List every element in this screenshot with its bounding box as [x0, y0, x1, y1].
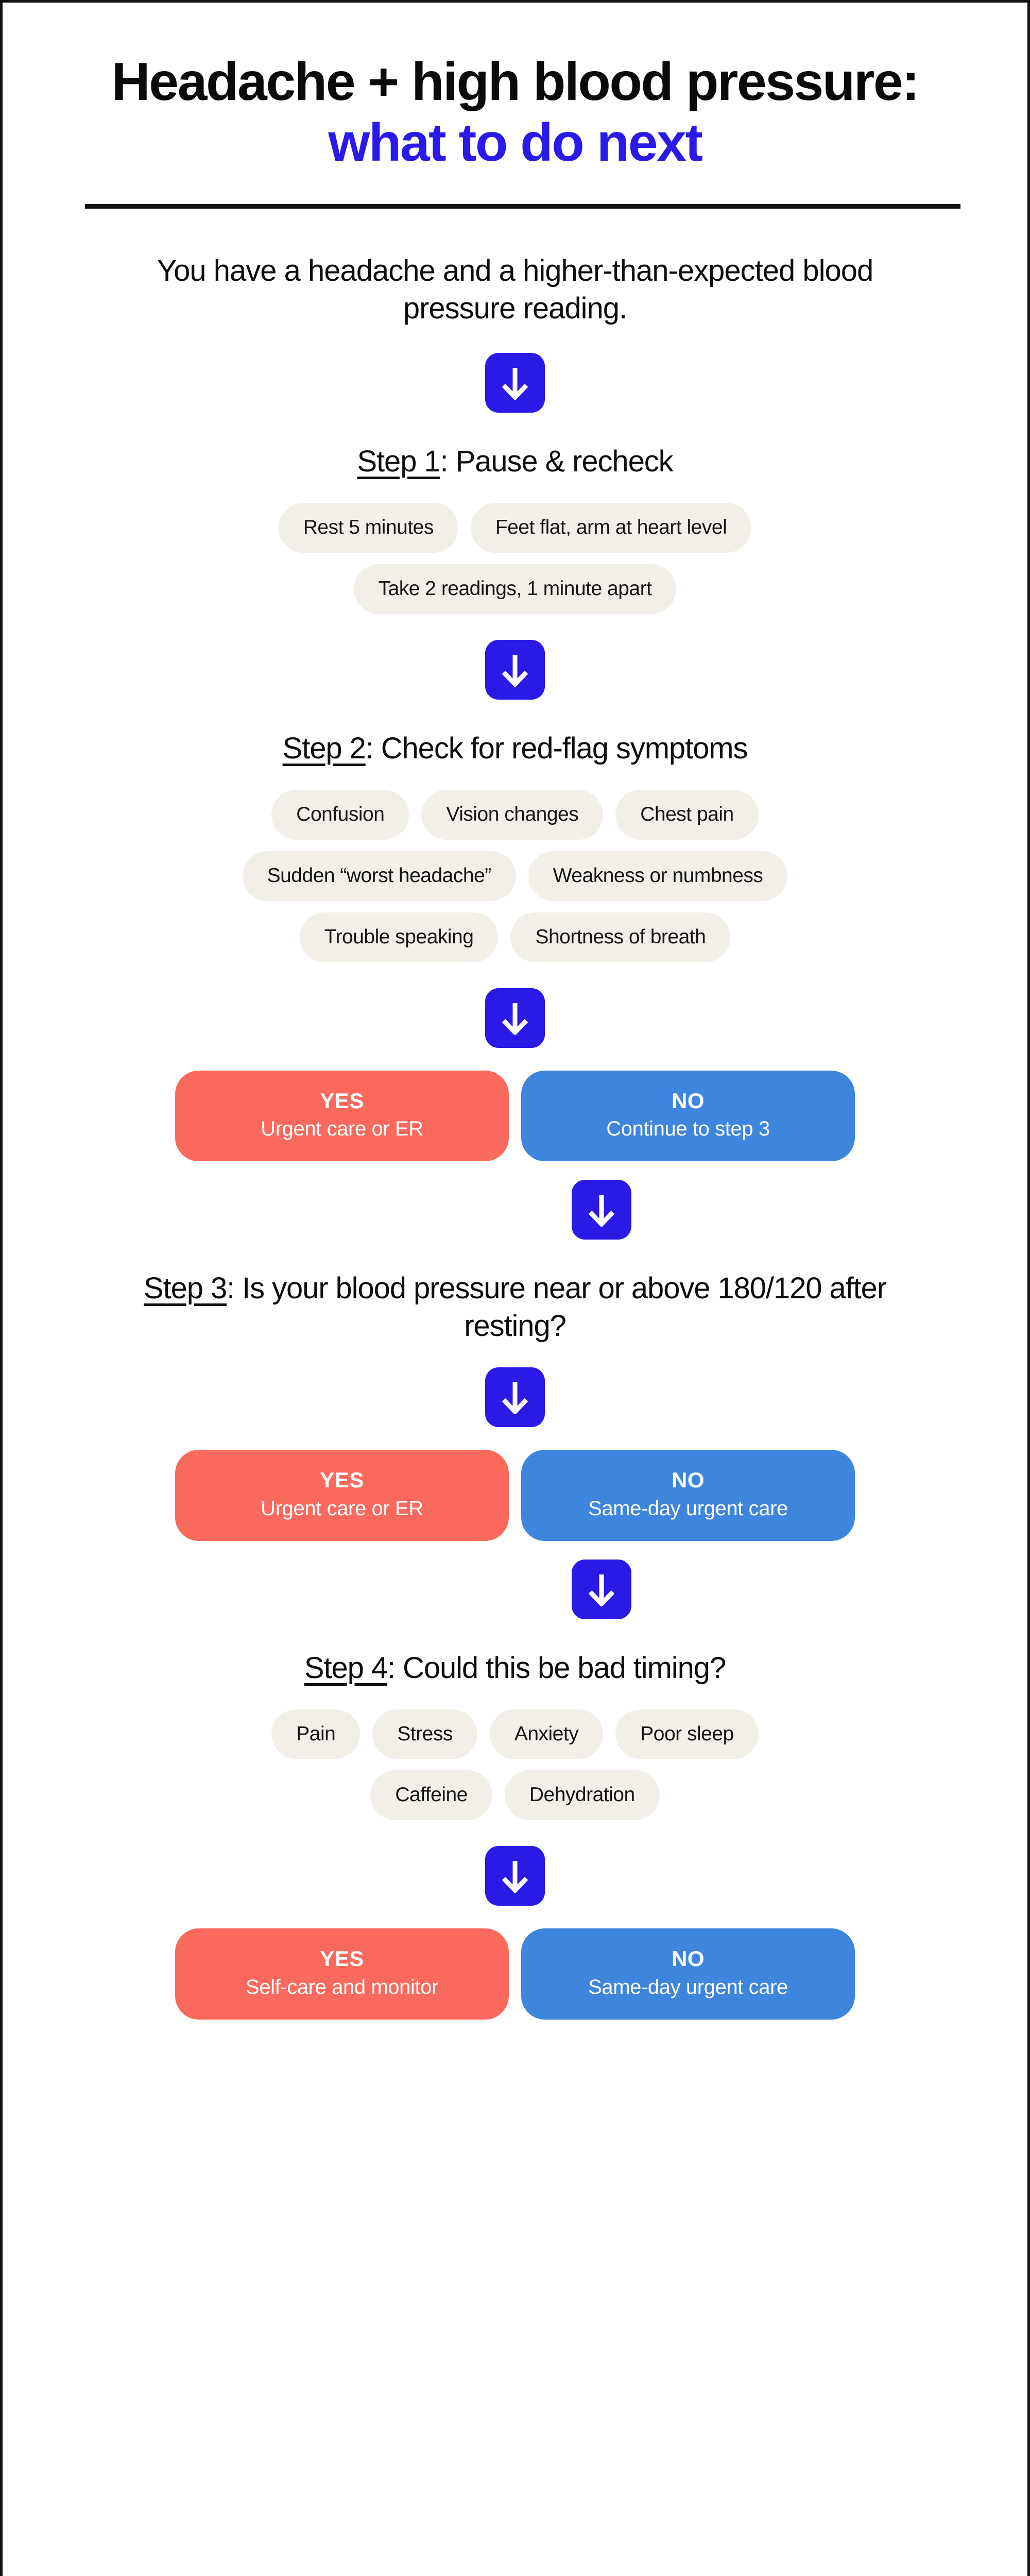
step-2-pills: Confusion Vision changes Chest pain Sudd…	[242, 790, 788, 962]
step-4-yes-button[interactable]: YES Self-care and monitor	[175, 1928, 509, 2020]
pill-item[interactable]: Chest pain	[615, 790, 759, 840]
pill-item[interactable]: Pain	[271, 1709, 360, 1759]
choice-action: Continue to step 3	[606, 1117, 770, 1140]
page-title-main: Headache + high blood pressure:	[111, 52, 920, 112]
arrow-down-icon	[485, 353, 545, 413]
step-3-heading: Step 3: Is your blood pressure near or a…	[113, 1269, 917, 1345]
step-2-heading: Step 2: Check for red-flag symptoms	[113, 730, 917, 767]
step-3-label: Step 3	[144, 1271, 227, 1305]
title-divider	[85, 204, 960, 209]
pill-item[interactable]: Stress	[372, 1709, 477, 1759]
pill-row: Caffeine Dehydration	[370, 1770, 660, 1821]
pill-row: Take 2 readings, 1 minute apart	[353, 564, 677, 614]
pill-item[interactable]: Anxiety	[489, 1709, 604, 1759]
step-1-title: Pause & recheck	[455, 445, 674, 479]
step-1-heading: Step 1: Pause & recheck	[113, 443, 917, 480]
pill-item[interactable]: Sudden “worst headache”	[242, 851, 516, 901]
step-2-yes-button[interactable]: YES Urgent care or ER	[175, 1070, 509, 1161]
pill-item[interactable]: Feet flat, arm at heart level	[470, 503, 752, 553]
step-4-title: Could this be bad timing?	[403, 1651, 726, 1685]
step-2-label: Step 2	[282, 731, 366, 765]
pill-item[interactable]: Rest 5 minutes	[278, 503, 458, 553]
pill-row: Pain Stress Anxiety Poor sleep	[271, 1709, 759, 1759]
step-2-no-button[interactable]: NO Continue to step 3	[521, 1070, 855, 1161]
step-3-yes-button[interactable]: YES Urgent care or ER	[175, 1450, 509, 1541]
step-2-separator: :	[365, 731, 381, 765]
pill-row: Sudden “worst headache” Weakness or numb…	[242, 851, 788, 901]
step-1-label: Step 1	[357, 445, 440, 479]
choice-action: Same-day urgent care	[588, 1975, 788, 1998]
choice-answer: YES	[320, 1468, 364, 1493]
step-2-decision: YES Urgent care or ER NO Continue to ste…	[175, 1070, 855, 1161]
pill-item[interactable]: Trouble speaking	[299, 912, 499, 962]
choice-answer: YES	[320, 1946, 364, 1971]
step-3-separator: :	[227, 1271, 243, 1305]
arrow-down-icon	[485, 988, 545, 1048]
choice-action: Urgent care or ER	[261, 1117, 423, 1140]
choice-action: Same-day urgent care	[588, 1497, 788, 1520]
choice-answer: NO	[672, 1946, 705, 1971]
pill-item[interactable]: Confusion	[271, 790, 409, 840]
page-title-accent: what to do next	[328, 112, 703, 173]
step-4-label: Step 4	[304, 1651, 388, 1685]
arrow-down-icon	[572, 1559, 631, 1619]
step-4-no-button[interactable]: NO Same-day urgent care	[521, 1928, 855, 2020]
step-4-pills: Pain Stress Anxiety Poor sleep Caffeine …	[271, 1709, 759, 1821]
pill-item[interactable]: Caffeine	[370, 1770, 492, 1821]
choice-answer: YES	[320, 1088, 364, 1113]
pill-item[interactable]: Take 2 readings, 1 minute apart	[353, 564, 677, 614]
arrow-down-icon	[485, 1367, 545, 1428]
pill-row: Rest 5 minutes Feet flat, arm at heart l…	[278, 503, 752, 553]
arrow-down-icon	[572, 1179, 631, 1240]
pill-item[interactable]: Vision changes	[421, 790, 604, 840]
step-1-separator: :	[440, 445, 456, 479]
choice-action: Urgent care or ER	[261, 1497, 423, 1520]
step-3-decision: YES Urgent care or ER NO Same-day urgent…	[175, 1450, 855, 1541]
choice-action: Self-care and monitor	[245, 1975, 438, 1998]
step-4-heading: Step 4: Could this be bad timing?	[113, 1649, 917, 1687]
step-4-decision: YES Self-care and monitor NO Same-day ur…	[175, 1928, 855, 2020]
pill-row: Trouble speaking Shortness of breath	[299, 912, 731, 962]
intro-text: You have a headache and a higher-than-ex…	[157, 254, 874, 326]
step-3-no-button[interactable]: NO Same-day urgent care	[521, 1450, 855, 1541]
pill-item[interactable]: Poor sleep	[615, 1709, 759, 1759]
step-4-separator: :	[387, 1651, 403, 1685]
step-1-pills: Rest 5 minutes Feet flat, arm at heart l…	[278, 503, 752, 614]
pill-row: Confusion Vision changes Chest pain	[271, 790, 759, 840]
step-2-title: Check for red-flag symptoms	[381, 731, 748, 765]
choice-answer: NO	[672, 1088, 705, 1113]
header: Headache + high blood pressure: what to …	[3, 3, 1027, 209]
step-3-title: Is your blood pressure near or above 180…	[242, 1271, 887, 1343]
decision-flow: You have a headache and a higher-than-ex…	[3, 209, 1027, 2020]
arrow-down-icon	[485, 1846, 545, 1906]
pill-item[interactable]: Dehydration	[504, 1770, 660, 1821]
choice-answer: NO	[672, 1468, 705, 1493]
arrow-down-icon	[485, 639, 545, 700]
pill-item[interactable]: Shortness of breath	[510, 912, 731, 962]
page-title: Headache + high blood pressure: what to …	[85, 52, 945, 173]
pill-item[interactable]: Weakness or numbness	[528, 851, 788, 901]
